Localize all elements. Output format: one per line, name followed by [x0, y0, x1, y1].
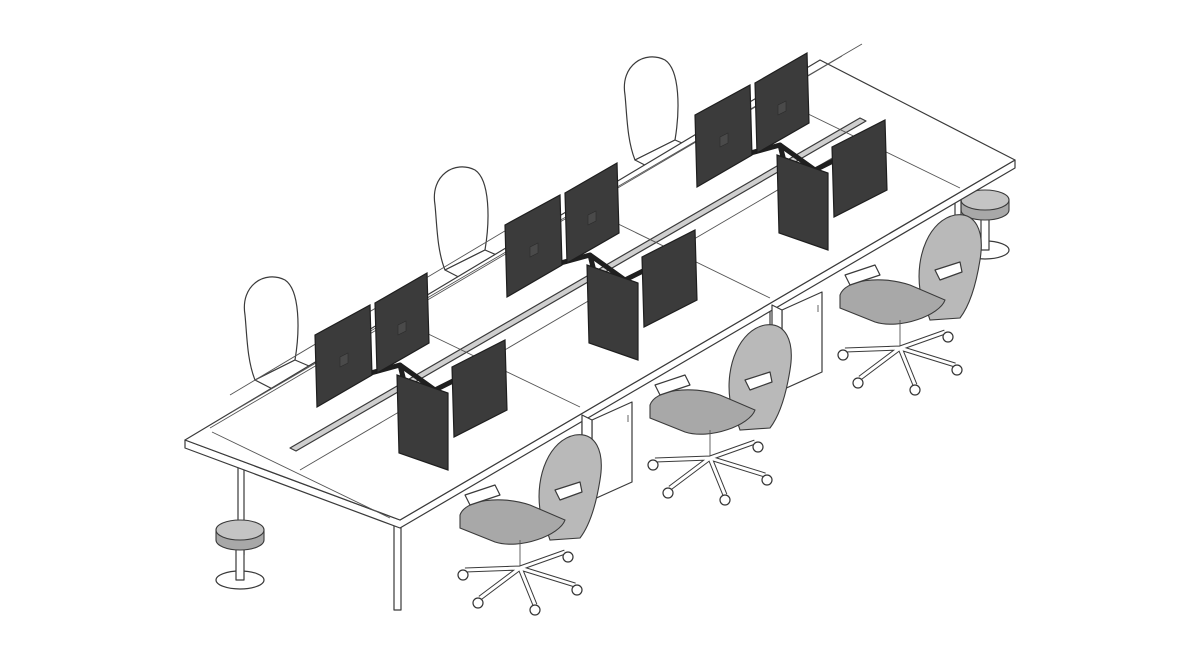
stool	[215, 519, 265, 590]
screen-divider	[289, 117, 867, 452]
